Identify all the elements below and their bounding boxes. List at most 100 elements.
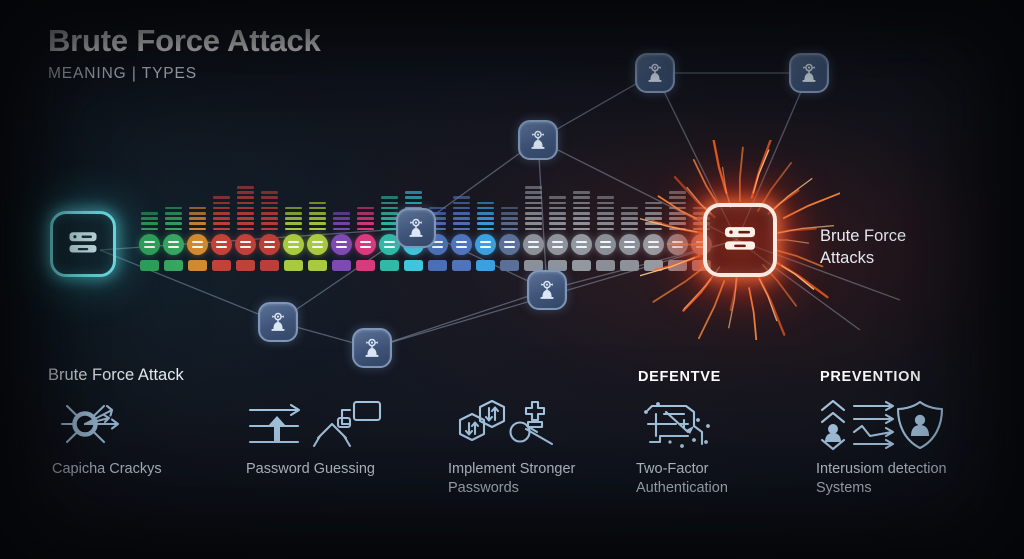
tick-bar	[668, 211, 686, 215]
spark-ray	[752, 149, 770, 194]
tick-bar	[668, 217, 686, 220]
tick-stack	[380, 196, 398, 231]
tick-bar	[164, 217, 182, 220]
column-badge	[210, 234, 232, 256]
intrusion-detection-icon	[816, 396, 947, 454]
node-lower-mid[interactable]	[527, 270, 567, 310]
node-upper-mid[interactable]	[518, 120, 558, 160]
column-badge	[162, 234, 184, 256]
tick-stack	[524, 186, 542, 231]
chart-column	[449, 196, 473, 272]
spark-ray	[758, 278, 778, 322]
tick-bar	[188, 206, 206, 210]
column-base	[667, 260, 687, 272]
tick-bar	[380, 227, 398, 231]
tick-bar	[260, 191, 278, 194]
item-intrusion-detection[interactable]: Interusiom detection Systems	[816, 396, 947, 498]
tick-stack	[476, 201, 494, 231]
chart-column	[497, 206, 521, 272]
surveillance-camera-icon	[360, 336, 384, 360]
chart-column	[617, 206, 641, 272]
item-stronger-passwords[interactable]: Implement Stronger Passwords	[448, 396, 575, 498]
target-server-node[interactable]	[703, 203, 777, 277]
caption-line-2: Authentication	[636, 479, 728, 496]
chart-column	[569, 191, 593, 272]
column-base	[523, 260, 543, 272]
node-top-right[interactable]	[789, 53, 829, 93]
column-badge	[258, 234, 280, 256]
tick-bar	[308, 227, 326, 231]
tick-bar	[692, 227, 710, 231]
tick-stack	[452, 196, 470, 231]
tick-bar	[212, 217, 230, 220]
server-icon	[720, 218, 760, 263]
tick-bar	[524, 217, 542, 220]
caption-line-1: Two-Factor	[636, 461, 709, 477]
tick-bar	[596, 211, 614, 215]
network-link	[736, 239, 861, 331]
tick-stack	[572, 191, 590, 231]
tick-bar	[236, 217, 254, 220]
header: Brute Force Attack MEANING | TYPES	[48, 23, 321, 83]
node-lower-left[interactable]	[258, 302, 298, 342]
chart-column	[209, 196, 233, 272]
surveillance-camera-icon	[526, 128, 550, 152]
server-icon	[65, 224, 101, 265]
tick-bar	[236, 186, 254, 189]
surveillance-camera-icon	[266, 310, 290, 334]
tick-bar	[380, 206, 398, 210]
tick-bar	[356, 206, 374, 210]
network-link	[736, 72, 810, 241]
item-password-guessing[interactable]: Password Guessing	[246, 396, 386, 479]
tick-bar	[212, 227, 230, 231]
tick-bar	[572, 196, 590, 199]
tick-bar	[428, 211, 446, 215]
tick-bar	[212, 222, 230, 225]
node-center[interactable]	[396, 208, 436, 248]
column-badge	[306, 234, 328, 256]
caption-line-2: Systems	[816, 479, 872, 496]
tick-stack	[644, 201, 662, 231]
tick-bar	[260, 222, 278, 225]
tick-bar	[476, 201, 494, 205]
tick-bar	[188, 217, 206, 220]
column-badge	[522, 234, 544, 256]
source-server-node[interactable]	[50, 211, 116, 277]
tick-bar	[356, 217, 374, 220]
chart-column	[473, 201, 497, 272]
tick-bar	[476, 222, 494, 225]
item-caption: Capicha Crackys	[52, 461, 162, 477]
item-capicha-crackys[interactable]: Capicha Crackys	[52, 396, 162, 479]
tick-bar	[212, 196, 230, 199]
tick-bar	[596, 201, 614, 205]
tick-bar	[620, 217, 638, 220]
network-link	[654, 72, 738, 241]
tick-bar	[596, 227, 614, 231]
column-base	[403, 260, 423, 272]
tick-bar	[212, 201, 230, 205]
column-badge	[498, 234, 520, 256]
tick-bar	[596, 196, 614, 199]
column-base	[331, 260, 351, 272]
spark-ray	[657, 195, 697, 220]
tick-bar	[620, 227, 638, 231]
section-heading-defensive: DEFENTVE	[638, 369, 721, 385]
column-base	[427, 260, 447, 272]
node-bottom-left[interactable]	[352, 328, 392, 368]
spark-ray	[738, 146, 744, 202]
node-top-left[interactable]	[635, 53, 675, 93]
spark-ray	[721, 166, 732, 208]
tick-bar	[452, 217, 470, 220]
spark-ray	[712, 140, 728, 195]
tick-bar	[524, 186, 542, 189]
tick-bar	[692, 211, 710, 215]
caption-line-1: Interusiom detection	[816, 461, 947, 477]
spark-burst	[640, 140, 840, 340]
item-two-factor-auth[interactable]: Two-Factor Authentication	[636, 396, 728, 498]
tick-bar	[284, 206, 302, 210]
tick-bar	[644, 217, 662, 220]
tick-stack	[500, 206, 518, 231]
tick-bar	[236, 201, 254, 205]
tick-bar	[500, 217, 518, 220]
